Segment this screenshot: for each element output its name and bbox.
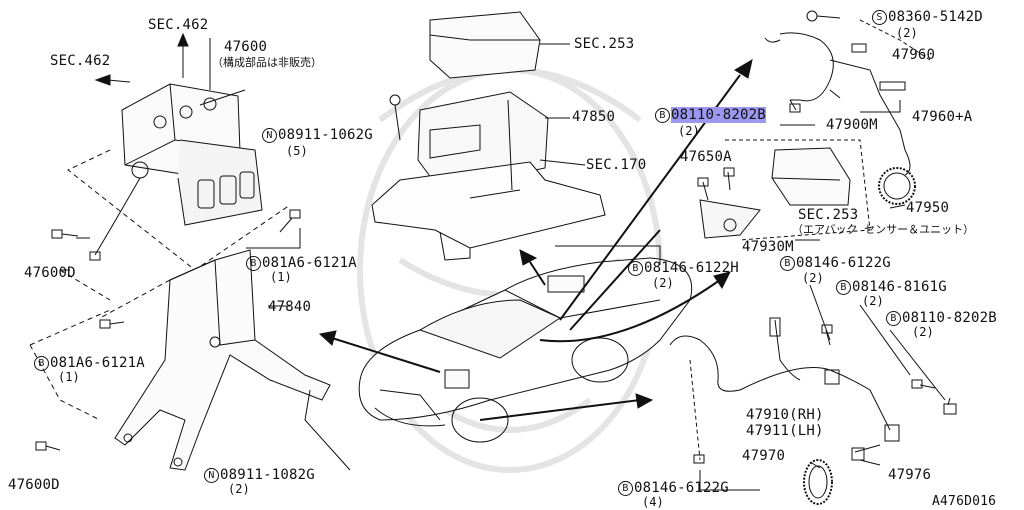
label-part-47600: 47600 <box>224 39 268 55</box>
label-part-47910: 47910(RH) <box>746 407 824 423</box>
sensor-rotor-47970 <box>803 459 833 505</box>
label-part-47850: 47850 <box>572 109 616 125</box>
callout-qty: (2) <box>862 294 884 308</box>
bolt-prefix-icon: B <box>780 256 795 271</box>
callout-part: 08146-8161G <box>852 279 947 295</box>
callout-part-highlighted: 08110-8202B <box>671 107 766 123</box>
label-part-47650a: 47650A <box>680 149 732 165</box>
label-sec253-top: SEC.253 <box>574 36 635 52</box>
label-sec170: SEC.170 <box>586 157 647 173</box>
callout-qty: (2) <box>802 271 824 285</box>
bolt-prefix-icon: B <box>836 280 851 295</box>
nut-prefix-icon: N <box>204 468 219 483</box>
callout-part: 08360-5142D <box>888 9 983 25</box>
callout-part: 08146-6122G <box>634 480 729 496</box>
callout-part: 08911-1082G <box>220 467 315 483</box>
callout-qty: (4) <box>642 495 664 509</box>
label-part-47930m: 47930M <box>742 239 794 255</box>
bolt-prefix-icon: B <box>886 311 901 326</box>
callout-part: 08146-6122H <box>644 260 739 276</box>
car-outline <box>358 257 692 443</box>
bolt-prefix-icon: B <box>628 261 643 276</box>
label-part-47960: 47960 <box>892 47 936 63</box>
callout-part: 08911-1062G <box>278 127 373 143</box>
label-part-47600d-lower: 47600D <box>8 477 60 493</box>
bolt-prefix-icon: B <box>246 256 261 271</box>
label-part-47976: 47976 <box>888 467 932 483</box>
callout-qty: (1) <box>58 370 80 384</box>
sensor-rotor-47950 <box>878 167 916 205</box>
callout-part: 081A6-6121A <box>262 255 357 271</box>
callout-part: 081A6-6121A <box>50 355 145 371</box>
callout-qty: (5) <box>286 144 308 158</box>
label-47600-note: （構成部品は非販売） <box>212 56 322 69</box>
label-part-47960a: 47960+A <box>912 109 973 125</box>
bolt-prefix-icon: B <box>618 481 633 496</box>
callout-part: 08146-6122G <box>796 255 891 271</box>
harness-top-drawing <box>764 32 911 176</box>
label-sec253-right: SEC.253 <box>798 207 859 223</box>
callout-qty: (2) <box>652 276 674 290</box>
label-part-47970: 47970 <box>742 448 786 464</box>
callout-qty: (2) <box>896 26 918 40</box>
nut-prefix-icon: N <box>262 128 277 143</box>
label-part-47911: 47911(LH) <box>746 423 824 439</box>
callout-qty: (2) <box>228 482 250 496</box>
wheel-sensor-drawing <box>669 317 957 464</box>
callout-part: 08110-8202B <box>902 310 997 326</box>
callout-qty: (1) <box>270 270 292 284</box>
label-part-47900m: 47900M <box>826 117 878 133</box>
bolt-icons <box>35 209 301 451</box>
label-sec462-left: SEC.462 <box>50 53 111 69</box>
screw-prefix-icon: S <box>872 10 887 25</box>
label-sec462-top: SEC.462 <box>148 17 209 33</box>
abs-actuator-drawing <box>89 83 263 261</box>
label-sec253-note: （エアバック センサー＆ユニット） <box>792 223 975 236</box>
callout-qty: (2) <box>912 325 934 339</box>
airbag-sensor-drawing <box>699 139 871 241</box>
label-part-47600d-upper: 47600D <box>24 265 76 281</box>
bracket-drawing <box>114 249 331 471</box>
label-part-47950: 47950 <box>906 200 950 216</box>
bolt-prefix-icon: B <box>655 108 670 123</box>
label-part-47840: 47840 <box>268 299 312 315</box>
control-unit-drawing <box>371 11 606 261</box>
diagram-id: A476D016 <box>932 494 997 509</box>
bolt-prefix-icon: B <box>34 356 49 371</box>
callout-qty: (2) <box>678 124 700 138</box>
